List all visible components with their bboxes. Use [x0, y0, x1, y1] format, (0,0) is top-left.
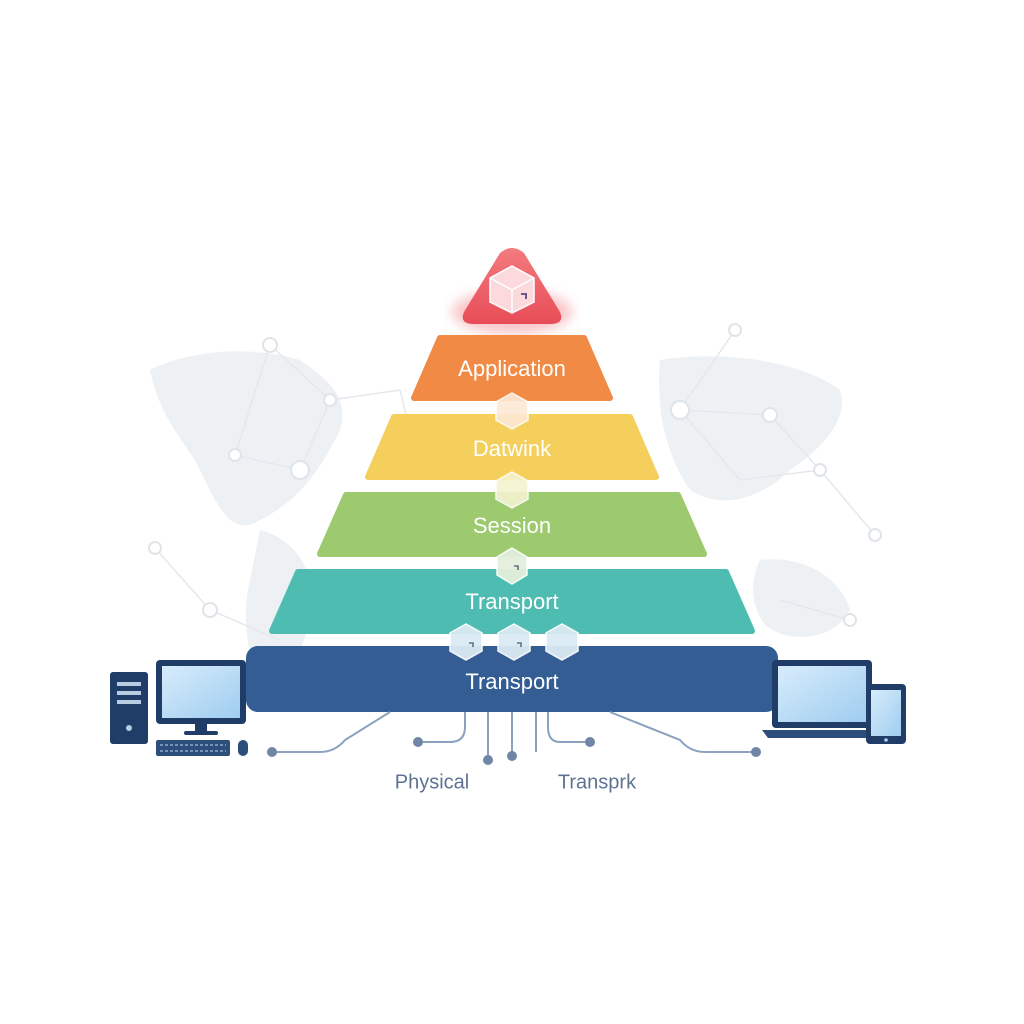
mouse-icon: [238, 740, 248, 756]
cube-icon: [495, 471, 529, 509]
layer-transport-base-label: Transport: [465, 669, 558, 694]
bottom-label-physical: Physical: [395, 771, 469, 793]
cube-icon: [496, 547, 528, 585]
layer-datwink-band: [365, 414, 659, 480]
connection-nodes: [267, 737, 761, 765]
tablet-icon: [866, 684, 906, 744]
laptop-icon: [762, 660, 884, 738]
cube-icon: [489, 265, 535, 314]
layer-transport-base-band: [246, 646, 778, 712]
layer-application-label: Application: [458, 356, 566, 381]
cube-icon: [495, 392, 529, 430]
layer-application-band: [411, 335, 613, 401]
layer-datwink-label: Datwink: [473, 436, 552, 461]
layer-session-band: [317, 492, 707, 557]
monitor-icon: [156, 660, 246, 735]
layer-transport-label: Transport: [465, 589, 558, 614]
connection-wires: [272, 711, 756, 760]
desktop-tower-icon: [110, 672, 148, 744]
layer-session-label: Session: [473, 513, 551, 538]
cube-icon: [449, 623, 579, 661]
keyboard-icon: [156, 740, 230, 756]
network-nodes: [148, 323, 882, 627]
layer-transport-band: [269, 569, 755, 634]
bottom-label-transprk: Transprk: [558, 771, 637, 793]
